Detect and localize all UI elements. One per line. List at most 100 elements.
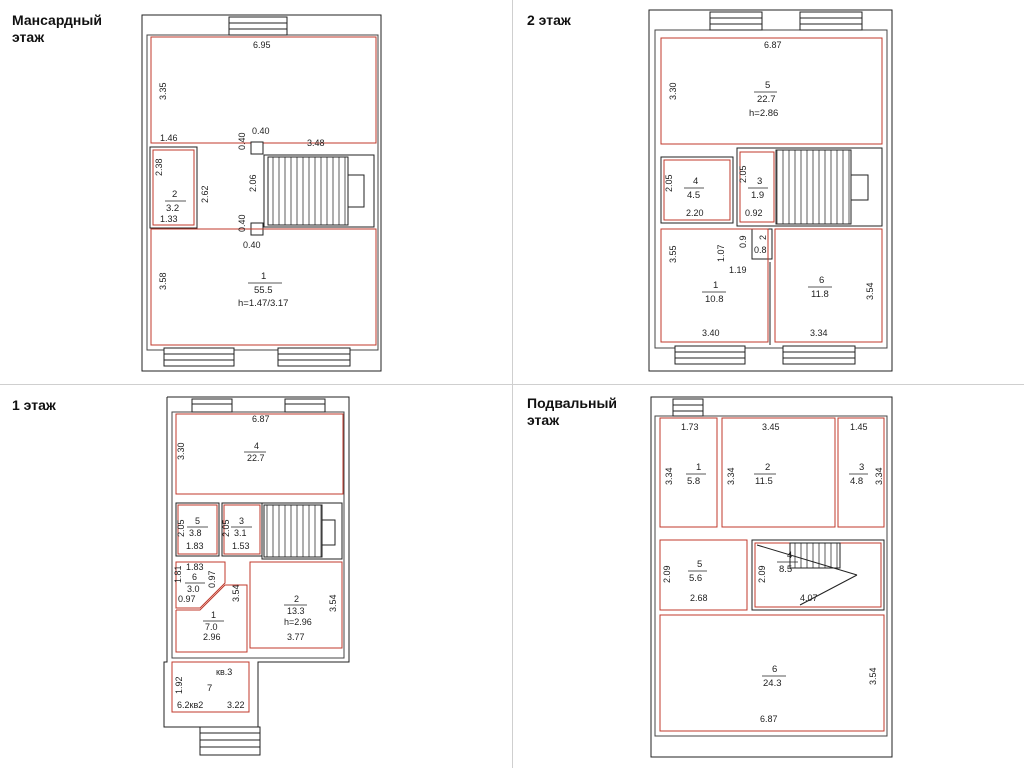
first-room-number: кв.3 <box>216 667 232 677</box>
basement-room-number: 6 <box>772 664 777 675</box>
attic-dim: 1.33 <box>160 214 178 224</box>
first-room2 <box>249 561 343 649</box>
first-dim: 0.97 <box>207 570 217 588</box>
second-room-area: 4.5 <box>687 190 700 201</box>
basement-room-area: 8.5 <box>779 564 792 575</box>
first-floor-title: 1 этаж <box>12 397 56 413</box>
second-room1 <box>660 228 769 343</box>
attic-stair <box>263 154 375 228</box>
second-room-area: 0.8 <box>754 245 767 255</box>
second-floor-title: 2 этаж <box>527 12 571 28</box>
first-room-number: 3 <box>239 516 244 526</box>
first-room-area: 13.3 <box>287 606 305 616</box>
first-dim: 0.97 <box>178 594 196 604</box>
basement-outer-wall <box>650 396 893 758</box>
first-dim: 1.81 <box>173 565 183 583</box>
first-room-area: 7.0 <box>205 622 218 632</box>
basement-room5 <box>659 539 748 611</box>
basement-dim: 3.34 <box>726 467 736 485</box>
basement-room-area: 5.6 <box>689 573 702 584</box>
basement-room-area: 5.8 <box>687 476 700 487</box>
attic-dim: 2.38 <box>154 158 164 176</box>
basement-dim: 2.68 <box>690 593 708 603</box>
first-dim: 1.53 <box>232 541 250 551</box>
basement-labels: 1.73 3.45 1.45 3.34 3.34 3.34 2.09 2.68 … <box>662 422 884 724</box>
first-room-number: 7 <box>207 683 212 694</box>
second-room-number: 4 <box>693 176 698 187</box>
attic-outer-wall <box>141 14 382 372</box>
attic-dim: 3.35 <box>158 82 168 100</box>
first-room-number: 5 <box>195 516 200 526</box>
first-dim: 3.22 <box>227 700 245 710</box>
second-dim: 2.20 <box>686 208 704 218</box>
first-stair <box>261 502 343 560</box>
attic-window-bottom-right <box>277 347 351 367</box>
second-dim: 3.55 <box>668 245 678 263</box>
second-room-area: 22.7 <box>757 94 776 105</box>
second-floor-labels: 6.87 3.30 2.05 2.20 2.05 0.92 1.07 0.9 1… <box>664 40 875 338</box>
attic-dim: 1.46 <box>160 133 178 143</box>
attic-dim: 3.58 <box>158 272 168 290</box>
attic-window-top <box>228 16 288 36</box>
first-dim: 3.77 <box>287 632 305 642</box>
second-dim: 3.54 <box>865 282 875 300</box>
attic-room-area: 3.2 <box>166 203 179 214</box>
first-dim: 2.05 <box>176 519 186 537</box>
attic-labels: 6.95 3.35 1.46 0.40 3.48 0.40 2.38 2.06 … <box>154 40 325 309</box>
first-dim: 6.87 <box>252 414 270 424</box>
first-dim: 2.05 <box>221 519 231 537</box>
second-room-number: 5 <box>765 80 770 91</box>
first-room-area: 3.8 <box>189 528 202 538</box>
first-entry-steps <box>199 726 261 756</box>
first-dim: 3.30 <box>176 442 186 460</box>
basement-dim: 3.54 <box>868 667 878 685</box>
basement-room3 <box>837 417 885 528</box>
second-dim: 3.40 <box>702 328 720 338</box>
attic-dim: 3.48 <box>307 138 325 148</box>
basement-dim: 3.34 <box>664 467 674 485</box>
first-dim: 1.83 <box>186 562 204 572</box>
basement-room-number: 1 <box>696 462 701 473</box>
first-floor-plan <box>163 396 350 756</box>
basement-plan <box>650 396 893 758</box>
second-room-area: 10.8 <box>705 294 724 305</box>
attic-room1-lower-outline <box>150 228 377 346</box>
second-room-number: 2 <box>758 235 768 240</box>
first-room-height: h=2.96 <box>284 617 312 627</box>
attic-dim: 0.40 <box>252 126 270 136</box>
basement-dim: 1.45 <box>850 422 868 432</box>
second-stair <box>736 147 883 227</box>
second-room-height: h=2.86 <box>749 108 778 119</box>
second-dim: 2.05 <box>738 165 748 183</box>
first-dim: 3.54 <box>231 584 241 602</box>
basement-room1 <box>659 417 718 528</box>
second-room6 <box>774 228 883 343</box>
basement-stair <box>751 539 885 611</box>
second-outer-wall <box>648 9 893 372</box>
attic-room-number: 2 <box>172 189 177 200</box>
basement-dim: 1.73 <box>681 422 699 432</box>
second-dim: 0.92 <box>745 208 763 218</box>
first-room7 <box>171 661 250 713</box>
first-room-number: 2 <box>294 594 299 604</box>
first-dim: 3.54 <box>328 594 338 612</box>
second-room5 <box>660 37 883 145</box>
second-room-area: 11.8 <box>811 289 829 300</box>
first-room4 <box>175 413 344 495</box>
attic-plan <box>141 14 382 372</box>
basement-room-number: 3 <box>859 462 864 473</box>
attic-window-bottom-left <box>163 347 235 367</box>
basement-room2 <box>721 417 836 528</box>
attic-room2 <box>149 146 198 229</box>
second-dim: 1.19 <box>729 265 747 275</box>
basement-dim: 6.87 <box>760 714 778 724</box>
second-dim: 3.34 <box>810 328 828 338</box>
basement-dim: 2.09 <box>757 565 767 583</box>
second-room-number: 6 <box>819 275 824 286</box>
basement-room-number: 4 <box>787 550 792 561</box>
first-room-area: 22.7 <box>247 453 265 463</box>
second-room-number: 3 <box>757 176 762 187</box>
horizontal-divider <box>0 384 1024 385</box>
first-floor-labels: 6.87 3.30 2.05 1.83 2.05 1.53 1.81 1.83 … <box>173 414 338 710</box>
basement-room-area: 4.8 <box>850 476 863 487</box>
